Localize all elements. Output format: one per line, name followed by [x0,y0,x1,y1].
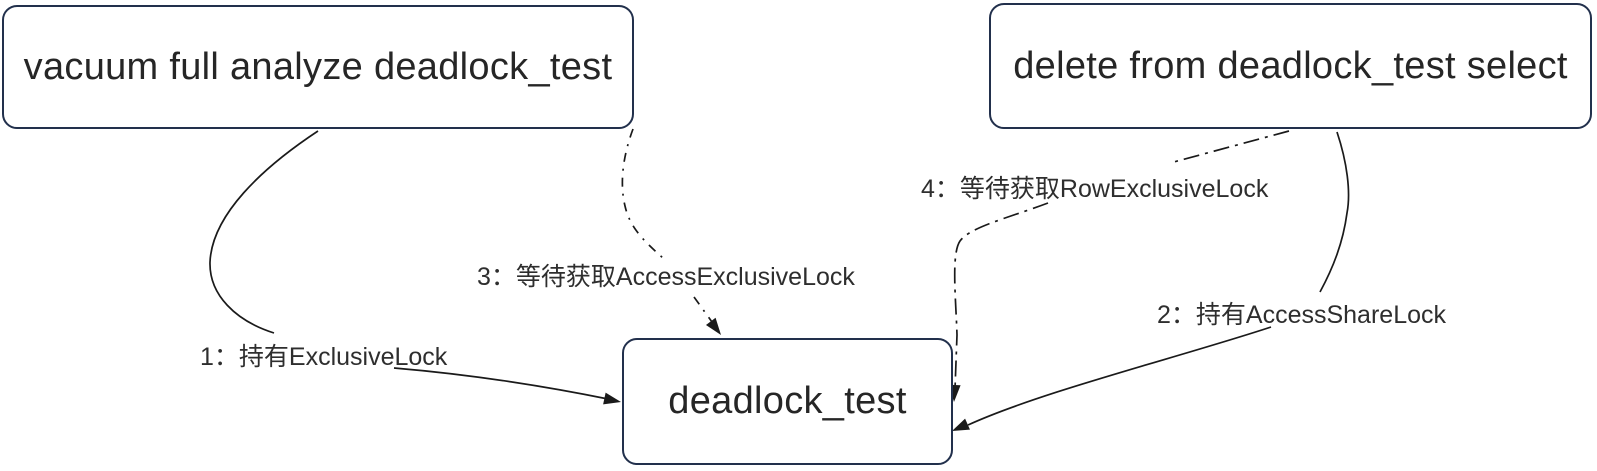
node-vacuum-label: vacuum full analyze deadlock_test [23,45,613,88]
edge-3-line-upper [621,128,665,260]
node-delete-label: delete from deadlock_test select [1013,44,1568,87]
node-deadlock-label: deadlock_test [668,380,907,422]
edge-2-arrowhead-icon [952,418,970,431]
edge-3-line-lower [693,296,713,323]
edge-2-line-lower [967,326,1272,426]
edge-3-arrowhead-icon [705,317,721,335]
edge-4-line-lower [953,202,1049,390]
edge-label-waiting-accessexclusivelock: 3：等待获取AccessExclusiveLock [477,263,855,291]
node-vacuum-full-analyze: vacuum full analyze deadlock_test [2,5,634,129]
edge-1-line-lower [393,367,609,400]
edge-1-arrowhead-icon [603,392,621,405]
edge-label-waiting-rowexclusivelock: 4：等待获取RowExclusiveLock [921,175,1269,203]
edge-label-holds-exclusivelock: 1：持有ExclusiveLock [200,343,448,371]
edge-1-line-upper [209,130,319,334]
node-deadlock-test-table: deadlock_test [622,338,953,465]
edge-4-line-upper [1169,130,1290,164]
edge-2-line-upper [1319,131,1350,293]
node-delete-from-select: delete from deadlock_test select [989,3,1592,129]
edge-label-holds-accesssharelock: 2：持有AccessShareLock [1157,301,1447,329]
